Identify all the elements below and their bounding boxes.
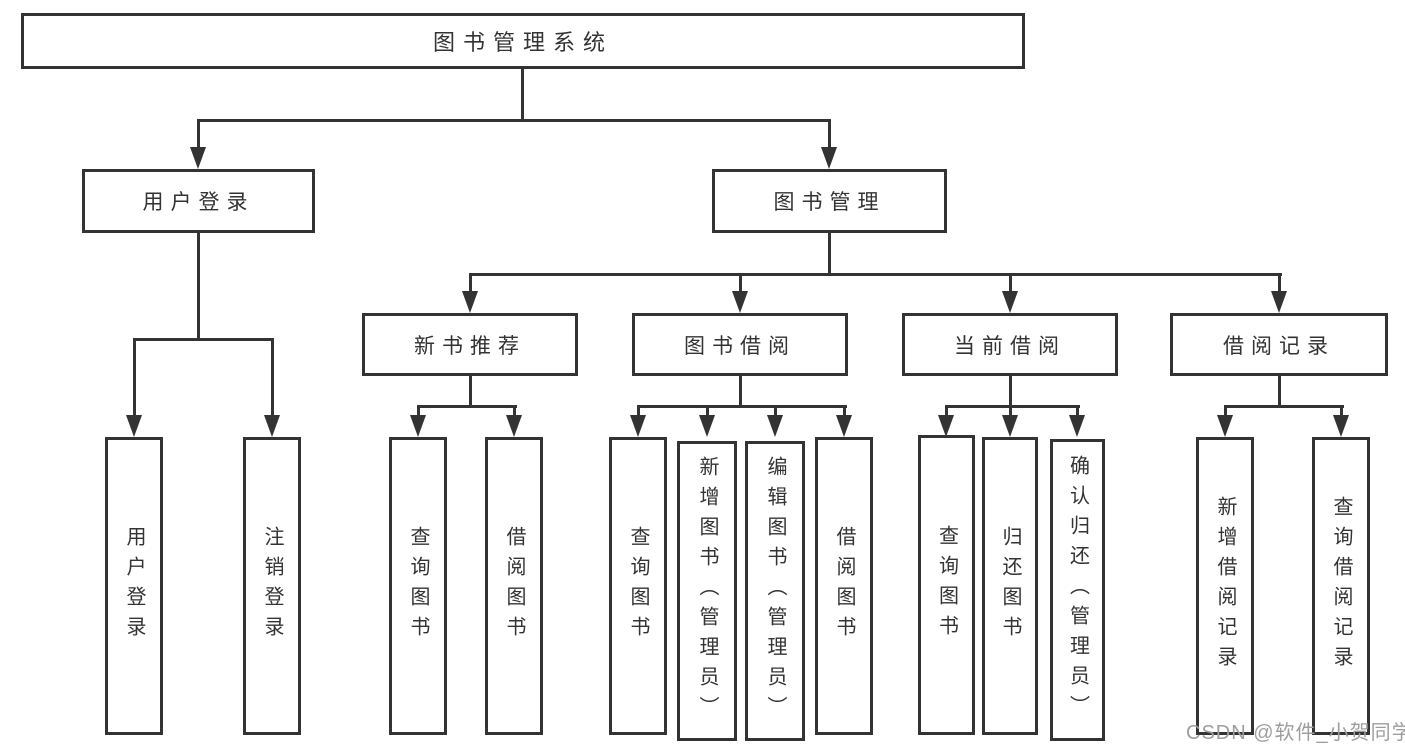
arrowhead-down-icon — [1002, 291, 1018, 313]
connector-line — [1224, 405, 1227, 417]
arrowhead-down-icon — [1069, 415, 1085, 437]
connector-line — [945, 405, 948, 417]
connector-line — [739, 273, 742, 293]
leaf-query-books: 查询图书 — [389, 437, 447, 735]
arrowhead-down-icon — [836, 415, 852, 437]
node-borrow-records-label: 借阅记录 — [1223, 334, 1335, 358]
connector-line — [133, 338, 274, 341]
connector-line — [271, 338, 274, 415]
connector-line — [1278, 273, 1281, 293]
connector-line — [513, 405, 516, 417]
connector-line — [1009, 376, 1012, 405]
connector-line — [417, 405, 517, 408]
leaf-return-book-label: 归还图书 — [999, 526, 1021, 646]
leaf-query-books-label: 查询图书 — [407, 526, 429, 646]
leaf-user-login-label: 用户登录 — [123, 526, 145, 646]
leaf-return-book: 归还图书 — [982, 437, 1038, 735]
leaf-add-borrow-record-label: 新增借阅记录 — [1214, 496, 1236, 676]
leaf-edit-book-admin-label: 编辑图书（管理员） — [764, 456, 786, 726]
connector-line — [739, 376, 742, 405]
arrowhead-down-icon — [821, 147, 837, 169]
node-root-label: 图书管理系统 — [432, 30, 613, 55]
arrowhead-down-icon — [126, 415, 142, 437]
leaf-add-borrow-record: 新增借阅记录 — [1196, 437, 1254, 735]
connector-line — [1076, 405, 1079, 417]
leaf-query-books: 查询图书 — [918, 435, 975, 735]
arrowhead-down-icon — [1333, 415, 1349, 437]
connector-line — [197, 233, 200, 338]
leaf-add-book-admin: 新增图书（管理员） — [677, 441, 737, 741]
arrowhead-down-icon — [630, 415, 646, 437]
connector-line — [1009, 405, 1012, 417]
connector-line — [1009, 273, 1012, 293]
connector-line — [828, 119, 831, 147]
connector-line — [1224, 405, 1344, 408]
leaf-logout: 注销登录 — [243, 437, 301, 735]
connector-line — [774, 405, 777, 417]
node-book-borrow: 图书借阅 — [632, 313, 848, 376]
arrowhead-down-icon — [767, 415, 783, 437]
leaf-logout-label: 注销登录 — [261, 526, 283, 646]
arrowhead-down-icon — [410, 415, 426, 437]
connector-line — [706, 405, 709, 417]
connector-line — [637, 405, 847, 408]
connector-line — [521, 69, 524, 119]
node-book-management: 图书管理 — [712, 169, 947, 233]
leaf-borrow-books-label: 借阅图书 — [833, 526, 855, 646]
leaf-query-borrow-record: 查询借阅记录 — [1312, 437, 1370, 735]
leaf-borrow-books: 借阅图书 — [485, 437, 543, 735]
arrowhead-down-icon — [732, 291, 748, 313]
arrowhead-down-icon — [1002, 415, 1018, 437]
node-current-borrow-label: 当前借阅 — [954, 334, 1066, 358]
connector-line — [197, 119, 831, 122]
leaf-borrow-books-label: 借阅图书 — [503, 526, 525, 646]
arrowhead-down-icon — [1271, 291, 1287, 313]
arrowhead-down-icon — [938, 415, 954, 437]
leaf-query-books-label: 查询图书 — [935, 525, 958, 645]
node-borrow-records: 借阅记录 — [1170, 313, 1388, 376]
connector-line — [1278, 376, 1281, 405]
arrowhead-down-icon — [264, 415, 280, 437]
connector-line — [1340, 405, 1343, 417]
connector-line — [417, 405, 420, 417]
leaf-add-book-admin-label: 新增图书（管理员） — [696, 456, 718, 726]
connector-line — [197, 119, 200, 147]
leaf-user-login: 用户登录 — [105, 437, 163, 735]
arrowhead-down-icon — [506, 415, 522, 437]
node-book-borrow-label: 图书借阅 — [684, 334, 796, 358]
node-new-book-recommend-label: 新书推荐 — [414, 334, 526, 358]
connector-line — [469, 273, 1282, 276]
csdn-watermark: CSDN @软件_小贺同学 — [1186, 722, 1405, 744]
node-new-book-recommend: 新书推荐 — [362, 313, 578, 376]
arrowhead-down-icon — [699, 415, 715, 437]
node-user-login: 用户登录 — [82, 169, 315, 233]
arrowhead-down-icon — [190, 147, 206, 169]
connector-line — [133, 338, 136, 415]
connector-line — [843, 405, 846, 417]
connector-line — [828, 233, 831, 273]
leaf-query-books: 查询图书 — [609, 437, 667, 735]
node-user-login-label: 用户登录 — [142, 191, 255, 214]
connector-line — [637, 405, 640, 417]
node-current-borrow: 当前借阅 — [902, 313, 1118, 376]
leaf-borrow-books: 借阅图书 — [815, 437, 873, 735]
connector-line — [945, 405, 1080, 408]
connector-line — [469, 273, 472, 293]
leaf-confirm-return-admin-label: 确认归还（管理员） — [1066, 455, 1089, 725]
node-book-management-label: 图书管理 — [773, 191, 886, 214]
arrowhead-down-icon — [1217, 415, 1233, 437]
leaf-query-books-label: 查询图书 — [627, 526, 649, 646]
connector-line — [469, 376, 472, 405]
leaf-confirm-return-admin: 确认归还（管理员） — [1050, 439, 1105, 741]
arrowhead-down-icon — [462, 291, 478, 313]
node-root: 图书管理系统 — [21, 13, 1025, 69]
leaf-query-borrow-record-label: 查询借阅记录 — [1330, 496, 1352, 676]
leaf-edit-book-admin: 编辑图书（管理员） — [745, 441, 805, 741]
